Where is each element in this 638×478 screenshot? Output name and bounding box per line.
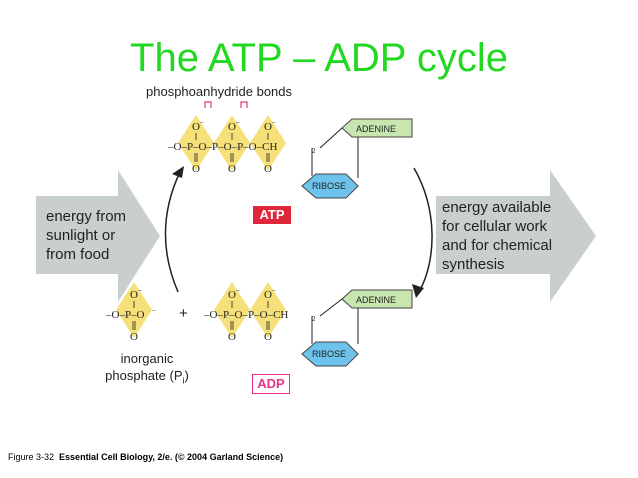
energy-use-line: and for chemical: [442, 237, 553, 254]
svg-text:–: –: [235, 118, 240, 126]
adp-ribose-label: RIBOSE: [312, 349, 346, 359]
figure-caption: Figure 3-32 Essential Cell Biology, 2/e.…: [8, 452, 283, 462]
phosphoanhydride-bonds-label: phosphoanhydride bonds: [146, 84, 293, 99]
figure-source: Essential Cell Biology, 2/e. (© 2004 Gar…: [59, 452, 284, 462]
slide-title: The ATP – ADP cycle: [130, 36, 508, 80]
svg-text:–: –: [235, 286, 240, 294]
svg-text:O: O: [192, 121, 200, 133]
phosphate-close: ): [184, 368, 189, 383]
energy-source-text: energy from sunlight or from food: [46, 207, 126, 264]
bond-markers: [204, 101, 248, 108]
atp-phosphate-group: [178, 115, 286, 171]
svg-text:O: O: [130, 289, 138, 301]
phosphate-subscript: i: [182, 375, 185, 386]
svg-text:–: –: [151, 306, 156, 314]
atp-adenine-label: ADENINE: [356, 124, 396, 134]
right-energy-arrow: [436, 170, 596, 302]
svg-text:–O–P–O–P–O–CH: –O–P–O–P–O–CH: [203, 309, 288, 321]
energy-source-line: sunlight or: [46, 227, 116, 244]
right-cycle-arrow: [413, 167, 433, 291]
svg-text:O: O: [228, 163, 236, 175]
svg-text:O: O: [264, 331, 272, 343]
svg-text:O: O: [228, 331, 236, 343]
svg-text:–O–P–O: –O–P–O: [105, 309, 145, 321]
left-energy-arrow: [36, 170, 160, 302]
atp-ribose-label: RIBOSE: [312, 181, 346, 191]
svg-text:O: O: [264, 163, 272, 175]
atp-ribose-shape: [301, 173, 359, 199]
pi-phosphate-shape: [116, 282, 152, 338]
inorganic-line: inorganic: [120, 351, 174, 366]
atp-adenine-shape: [341, 118, 413, 138]
svg-text:O: O: [130, 331, 138, 343]
left-cycle-arrow: [164, 171, 181, 293]
inorganic-phosphate-label: inorganic phosphate (Pi): [92, 350, 202, 390]
energy-use-line: synthesis: [442, 256, 505, 273]
svg-text:O: O: [228, 289, 236, 301]
plus-sign: +: [179, 305, 188, 322]
svg-text:–O–P–O–P–O–P–O–CH: –O–P–O–P–O–P–O–CH: [167, 141, 277, 153]
adp-ribose-shape: [301, 341, 359, 367]
svg-text:–: –: [137, 286, 142, 294]
svg-text:–: –: [271, 286, 276, 294]
adp-label: ADP: [252, 374, 290, 394]
svg-text:O: O: [264, 121, 272, 133]
pi-formula: O– –O–P–O– O: [105, 286, 156, 343]
figure-number: Figure 3-32: [8, 452, 55, 462]
energy-use-text: energy available for cellular work and f…: [442, 198, 552, 274]
energy-use-line: energy available: [442, 199, 552, 216]
svg-text:–: –: [271, 118, 276, 126]
adp-adenine-label: ADENINE: [356, 295, 396, 305]
svg-text:O: O: [264, 289, 272, 301]
svg-text:2: 2: [312, 147, 316, 155]
svg-text:2: 2: [312, 315, 316, 323]
adp-phosphate-group: [214, 282, 286, 338]
svg-text:–: –: [199, 118, 204, 126]
energy-source-line: energy from: [46, 208, 127, 225]
atp-label: ATP: [253, 206, 291, 224]
energy-source-line: from food: [46, 246, 110, 263]
phosphate-line: phosphate (Pi): [92, 367, 202, 390]
adp-adenine-shape: [341, 289, 413, 309]
phosphate-text: phosphate (P: [105, 368, 183, 383]
svg-text:O: O: [228, 121, 236, 133]
energy-use-line: for cellular work: [442, 218, 548, 235]
svg-text:O: O: [192, 163, 200, 175]
